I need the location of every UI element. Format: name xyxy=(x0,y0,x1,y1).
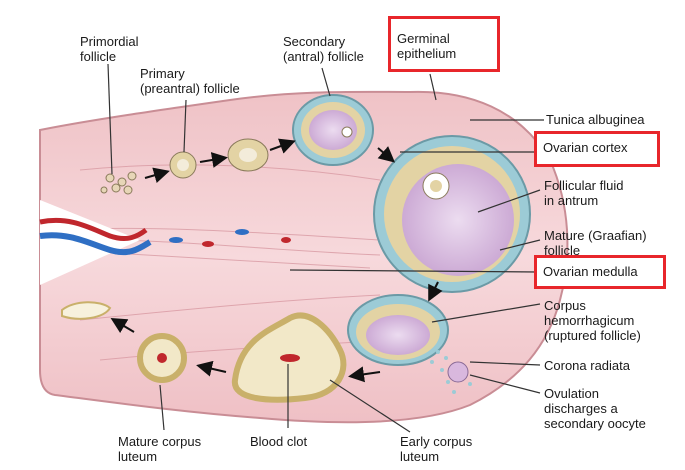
highlight-ovarian-medulla: Ovarian medulla xyxy=(534,255,666,289)
vessel-section xyxy=(202,241,214,247)
highlight-ovarian-cortex: Ovarian cortex xyxy=(534,131,660,167)
mature-corpus-luteum xyxy=(137,333,187,383)
vessel-section xyxy=(169,237,183,243)
mature-follicle xyxy=(373,135,531,293)
label-mature-follicle: Mature (Graafian) follicle xyxy=(544,228,647,258)
label-corona-radiata: Corona radiata xyxy=(544,358,630,373)
blood-clot-mark xyxy=(280,354,300,362)
label-secondary-follicle: Secondary (antral) follicle xyxy=(283,34,364,64)
label-tunica-albuginea: Tunica albuginea xyxy=(546,112,645,127)
label-mature-corpus-luteum: Mature corpus luteum xyxy=(118,434,202,464)
primary-follicle xyxy=(169,151,197,179)
vein xyxy=(39,232,152,256)
highlight-germinal-epithelium: Germinal epithelium xyxy=(388,16,500,72)
artery xyxy=(39,217,148,241)
vessel-section xyxy=(235,229,249,235)
label-germinal-epithelium: Germinal epithelium xyxy=(397,31,457,61)
label-primordial-follicle: Primordial follicle xyxy=(80,34,139,64)
label-ovarian-cortex: Ovarian cortex xyxy=(543,140,628,155)
label-blood-clot: Blood clot xyxy=(250,434,308,449)
leader-lines xyxy=(107,63,544,433)
label-follicular-fluid: Follicular fluid in antrum xyxy=(544,178,624,208)
label-ovarian-medulla: Ovarian medulla xyxy=(543,264,638,279)
primordial-follicles xyxy=(100,171,137,195)
secondary-follicle xyxy=(292,94,374,166)
cycle-arrows xyxy=(110,138,443,383)
label-ovulation: Ovulation discharges a secondary oocyte xyxy=(544,386,646,431)
corpus-hemorrhagicum xyxy=(347,294,449,366)
vessel-section xyxy=(281,237,291,243)
corpus-albicans xyxy=(61,301,112,320)
label-corpus-hemorrhagicum: Corpus hemorrhagicum (ruptured follicle) xyxy=(544,298,641,343)
growing-follicle xyxy=(227,138,269,172)
label-early-corpus-luteum: Early corpus luteum xyxy=(400,434,473,464)
label-primary-follicle: Primary (preantral) follicle xyxy=(140,66,240,96)
ovulated-oocyte xyxy=(430,350,472,394)
